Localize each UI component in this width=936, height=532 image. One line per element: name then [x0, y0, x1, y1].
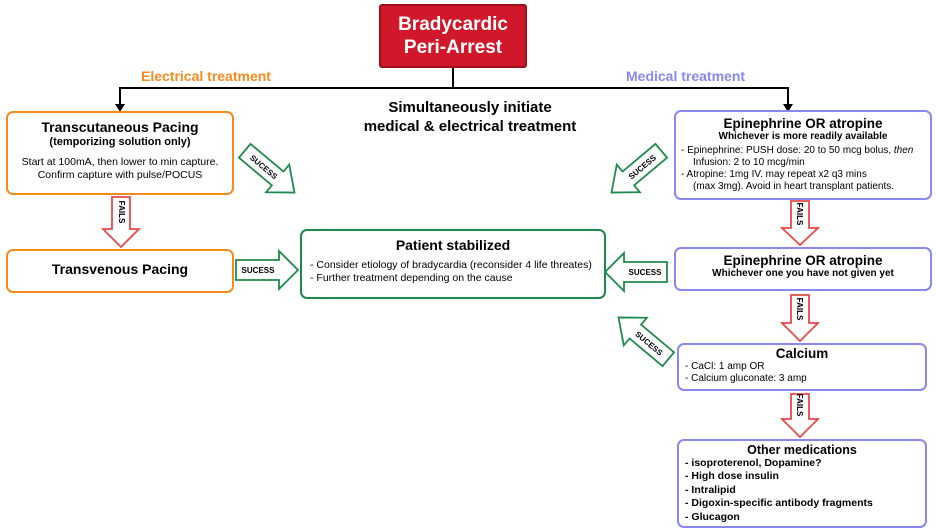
success-label: SUCESS: [242, 266, 276, 275]
epi2-subtitle: Whichever one you have not given yet: [712, 268, 894, 279]
fails-arrow-epi1-to-epi2: FAILS: [779, 200, 821, 247]
center-note-line-1: Simultaneously initiate: [388, 99, 552, 116]
epi1-then: then: [893, 145, 914, 156]
success-arrow-calcium: SUCESS: [617, 316, 676, 368]
connector-left-drop: [119, 87, 121, 105]
title-line-2: Peri-Arrest: [403, 37, 503, 58]
connector-right-drop: [787, 87, 789, 105]
success-label: SUCESS: [629, 268, 663, 277]
fails-label: FAILS: [795, 298, 804, 321]
success-arrow-tvp: SUCESS: [235, 248, 300, 292]
other-med-item: - High dose insulin: [685, 470, 779, 483]
transcutaneous-pacing-box: Transcutaneous Pacing (temporizing solut…: [6, 111, 234, 195]
center-note: Simultaneously initiate medical & electr…: [320, 98, 620, 136]
title-line-1: Bradycardic: [398, 14, 508, 35]
connector-left-arrowhead: [115, 104, 125, 112]
other-med-item: - Glucagon: [685, 510, 740, 523]
other-med-item: - Digoxin-specific antibody fragments: [685, 497, 873, 510]
tcp-title: Transcutaneous Pacing: [41, 119, 199, 135]
stabilized-title: Patient stabilized: [395, 237, 511, 253]
epi1-subtitle: Whichever is more readily available: [718, 131, 888, 142]
calcium-box: Calcium - CaCl: 1 amp OR - Calcium gluco…: [677, 343, 927, 391]
epi1-atropine-line-2: (max 3mg). Avoid in heart transplant pat…: [693, 181, 895, 192]
other-med-item: - Intralipid: [685, 483, 736, 496]
epi1-atropine-line-1: - Atropine: 1mg IV. may repeat x2 q3 min…: [681, 169, 867, 180]
fails-label: FAILS: [795, 203, 804, 226]
center-note-line-2: medical & electrical treatment: [363, 118, 577, 135]
connector-stem: [452, 68, 454, 88]
tcp-instruction-1: Start at 100mA, then lower to min captur…: [21, 156, 219, 168]
epi1-infusion-line: Infusion: 2 to 10 mcg/min: [693, 157, 805, 168]
fails-arrow-epi2-to-calcium: FAILS: [779, 294, 821, 343]
tcp-instruction-2: Confirm capture with pulse/POCUS: [37, 169, 203, 181]
tvp-title: Transvenous Pacing: [51, 261, 189, 277]
fails-arrow-calcium-to-other: FAILS: [779, 393, 821, 439]
other-med-item: - isoproterenol, Dopamine?: [685, 457, 822, 469]
other-title: Other medications: [747, 443, 857, 457]
stabilized-item-2: - Further treatment depending on the cau…: [310, 272, 513, 284]
medical-treatment-label: Medical treatment: [626, 68, 746, 84]
transvenous-pacing-box: Transvenous Pacing: [6, 249, 234, 293]
patient-stabilized-box: Patient stabilized - Consider etiology o…: [300, 229, 606, 299]
success-arrow-tcp: SUCESS: [237, 142, 296, 194]
success-arrow-epi1: SUCESS: [610, 142, 669, 194]
other-medications-box: Other medications - isoproterenol, Dopam…: [677, 439, 927, 528]
tcp-subtitle: (temporizing solution only): [49, 136, 191, 148]
fails-label: FAILS: [795, 394, 804, 417]
stabilized-item-1: - Consider etiology of bradycardia (reco…: [310, 259, 592, 271]
epi1-title: Epinephrine OR atropine: [723, 116, 883, 131]
epinephrine-atropine-box-2: Epinephrine OR atropine Whichever one yo…: [674, 247, 932, 291]
success-arrow-epi2: SUCESS: [603, 250, 668, 294]
epi1-epi-dose: - Epinephrine: PUSH dose: 20 to 50 mcg b…: [681, 145, 894, 156]
calcium-item-1: - CaCl: 1 amp OR: [685, 361, 765, 372]
calcium-item-2: - Calcium gluconate: 3 amp: [685, 373, 807, 384]
title-box: Bradycardic Peri-Arrest: [379, 4, 527, 68]
electrical-treatment-label: Electrical treatment: [141, 68, 271, 84]
connector-right-arrowhead: [783, 104, 793, 112]
fails-arrow-tcp-to-tvp: FAILS: [100, 196, 142, 249]
calcium-title: Calcium: [775, 346, 829, 361]
epinephrine-atropine-box-1: Epinephrine OR atropine Whichever is mor…: [674, 110, 932, 200]
epi1-epinephrine-line: - Epinephrine: PUSH dose: 20 to 50 mcg b…: [681, 145, 930, 157]
other-medications-list: - isoproterenol, Dopamine? - High dose i…: [685, 457, 925, 524]
connector-bar: [119, 87, 789, 89]
epi2-title: Epinephrine OR atropine: [723, 253, 883, 268]
fails-label: FAILS: [117, 201, 126, 224]
